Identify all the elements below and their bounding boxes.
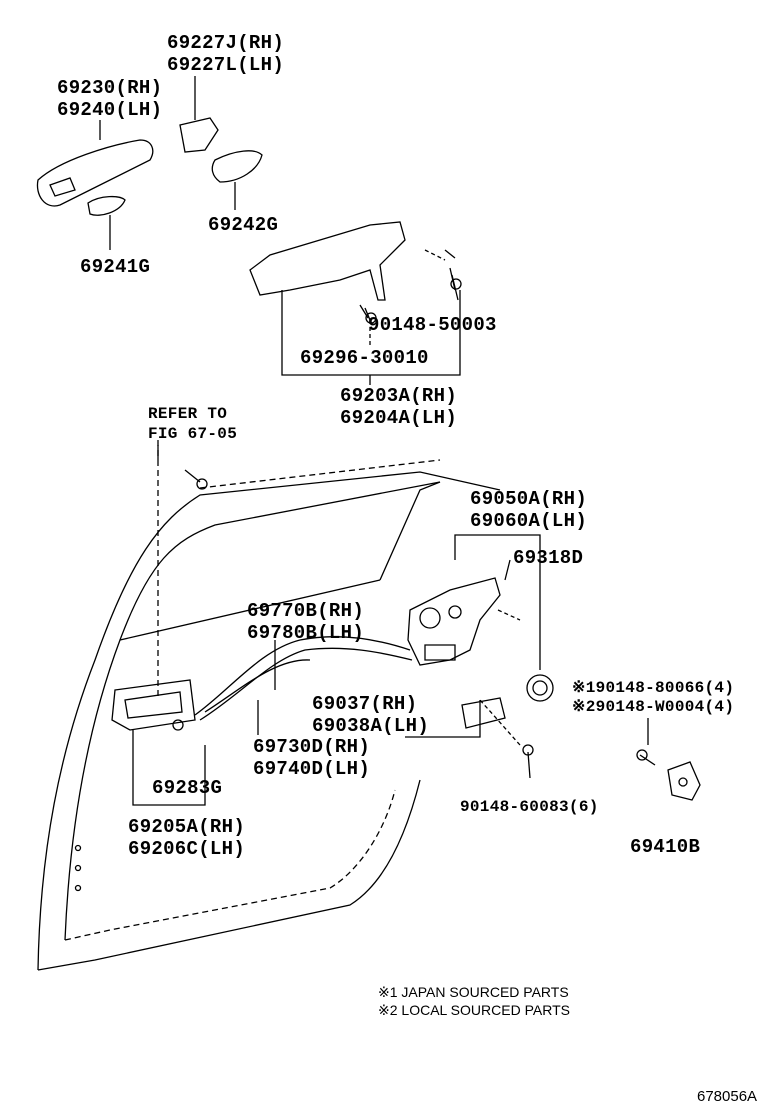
label-69204A: 69204A(LH) <box>340 407 458 429</box>
label-69230: 69230(RH) <box>57 77 163 99</box>
label-69227L: 69227L(LH) <box>167 54 285 76</box>
label-69240: 69240(LH) <box>57 99 163 121</box>
label-69780B: 69780B(LH) <box>247 622 365 644</box>
label-69227J: 69227J(RH) <box>167 32 285 54</box>
leader-lines <box>99 76 521 621</box>
label-90148-50003: 90148-50003 <box>368 314 497 336</box>
door-outline <box>37 440 501 971</box>
lock-cover <box>405 697 506 738</box>
screws <box>172 267 656 779</box>
label-69242G: 69242G <box>208 214 279 236</box>
label-90148-80066: ※190148-80066(4) <box>572 679 735 697</box>
handle-pad <box>179 117 263 183</box>
label-69206C: 69206C(LH) <box>128 838 246 860</box>
label-69318D: 69318D <box>513 547 584 569</box>
label-69060A: 69060A(LH) <box>470 510 588 532</box>
inside-handle <box>111 679 206 806</box>
label-90148-W0004: ※290148-W0004(4) <box>572 698 735 716</box>
label-69203A: 69203A(RH) <box>340 385 458 407</box>
label-69740D: 69740D(LH) <box>253 758 371 780</box>
label-69410B: 69410B <box>630 836 701 858</box>
label-69050A: 69050A(RH) <box>470 488 588 510</box>
refer-to-label: REFER TO <box>148 405 228 423</box>
outside-handle <box>36 139 154 216</box>
door-lock-assembly <box>407 534 541 670</box>
refer-fig-label: FIG 67-05 <box>148 425 238 443</box>
label-69241G: 69241G <box>80 256 151 278</box>
grommet <box>526 674 554 702</box>
striker <box>667 761 701 801</box>
label-69770B: 69770B(RH) <box>247 600 365 622</box>
footnote-local: ※2 LOCAL SOURCED PARTS <box>378 1002 570 1018</box>
label-69037: 69037(RH) <box>312 693 418 715</box>
cables <box>194 636 413 735</box>
label-69296-30010: 69296-30010 <box>300 347 429 369</box>
diagram-id: 678056A <box>697 1088 758 1105</box>
footnote-japan: ※1 JAPAN SOURCED PARTS <box>378 984 569 1000</box>
label-69283G: 69283G <box>152 777 223 799</box>
label-69038A: 69038A(LH) <box>312 715 430 737</box>
label-69730D: 69730D(RH) <box>253 736 371 758</box>
label-90148-60083: 90148-60083(6) <box>460 798 599 816</box>
label-69205A: 69205A(RH) <box>128 816 246 838</box>
